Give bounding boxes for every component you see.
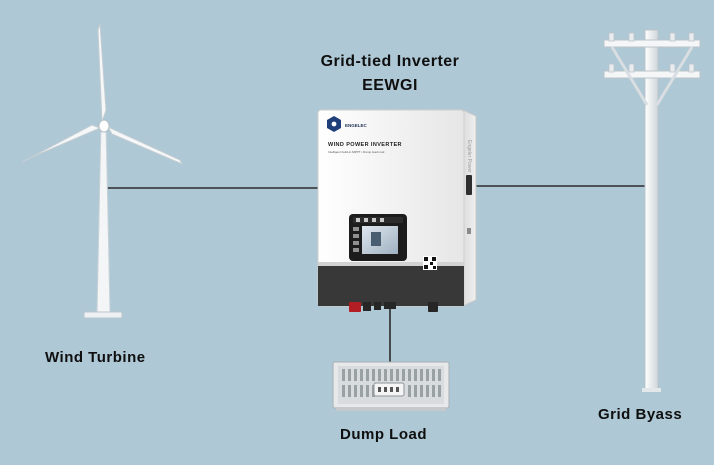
vent-slot <box>378 369 381 381</box>
vent-slot <box>438 369 441 381</box>
vent-slot <box>372 369 375 381</box>
vent-slot <box>360 385 363 397</box>
vent-slot <box>426 369 429 381</box>
vent-slot <box>354 369 357 381</box>
inverter-brand: ENGELEC <box>345 123 368 128</box>
dump-load-label: Dump Load <box>340 426 427 443</box>
vent-slot <box>366 385 369 397</box>
vent-slot <box>432 385 435 397</box>
grid-label: Grid Byass <box>598 406 683 423</box>
wind-turbine-label: Wind Turbine <box>45 349 146 366</box>
vent-slot <box>342 369 345 381</box>
vent-slot <box>432 369 435 381</box>
vent-slot <box>360 369 363 381</box>
vent-slot <box>396 369 399 381</box>
vent-slot <box>366 369 369 381</box>
vent-slot <box>384 369 387 381</box>
inverter-product-name: WIND POWER INVERTER <box>328 142 402 148</box>
utility-pole-icon <box>603 29 701 392</box>
dump-load-icon <box>332 361 450 411</box>
vent-slot <box>408 385 411 397</box>
vent-slot <box>420 385 423 397</box>
inverter-title-line2: EEWGI <box>362 77 418 94</box>
inverter-title-line1: Grid-tied Inverter <box>320 53 460 70</box>
vent-slot <box>414 369 417 381</box>
vent-slot <box>420 369 423 381</box>
wind-turbine-icon <box>21 23 184 319</box>
vent-slot <box>402 369 405 381</box>
vent-slot <box>414 385 417 397</box>
vent-slot <box>438 385 441 397</box>
vent-slot <box>390 369 393 381</box>
inverter-unit <box>317 109 477 312</box>
vent-slot <box>354 385 357 397</box>
vent-slot <box>348 369 351 381</box>
inverter-side-text: Engeler Power <box>466 140 472 173</box>
vent-slot <box>408 369 411 381</box>
vent-slot <box>348 385 351 397</box>
vent-slot <box>342 385 345 397</box>
inverter-subtitle: Intelligent build-in MPPT • Dump load mo… <box>328 150 385 154</box>
vent-slot <box>426 385 429 397</box>
